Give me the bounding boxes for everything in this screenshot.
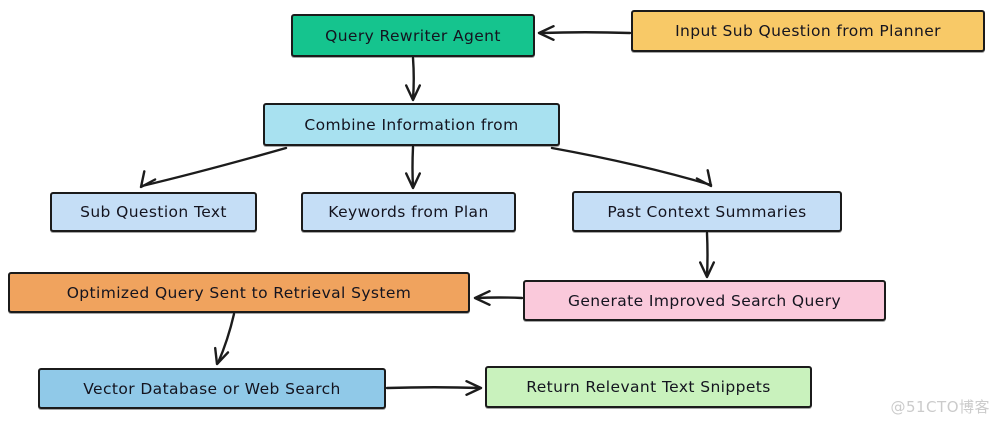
node-vector-database-web-search: Vector Database or Web Search <box>38 368 386 409</box>
node-past-context-summaries: Past Context Summaries <box>572 191 842 232</box>
arrow-combine-to-keywords <box>405 145 421 190</box>
arrow-query-to-combine <box>405 56 421 102</box>
node-combine-information: Combine Information from <box>263 103 560 146</box>
node-input-sub-question: Input Sub Question from Planner <box>631 10 985 52</box>
node-query-rewriter-agent: Query Rewriter Agent <box>291 14 535 57</box>
arrow-pastcontext-to-generate <box>699 231 715 279</box>
arrow-combine-to-pastcontext <box>550 146 713 188</box>
arrow-vector-to-return <box>385 380 483 396</box>
arrow-generate-to-optimized <box>473 290 524 306</box>
arrow-combine-to-subquestion <box>139 146 288 189</box>
watermark-51cto: @51CTO博客 <box>890 398 990 416</box>
arrow-input-to-query <box>537 25 632 41</box>
node-generate-improved-search-query: Generate Improved Search Query <box>523 280 886 321</box>
node-keywords-from-plan: Keywords from Plan <box>301 192 516 232</box>
node-optimized-query-retrieval: Optimized Query Sent to Retrieval System <box>8 272 470 313</box>
arrow-optimized-to-vector <box>214 312 236 366</box>
node-sub-question-text: Sub Question Text <box>50 192 257 232</box>
node-return-relevant-snippets: Return Relevant Text Snippets <box>485 366 812 408</box>
